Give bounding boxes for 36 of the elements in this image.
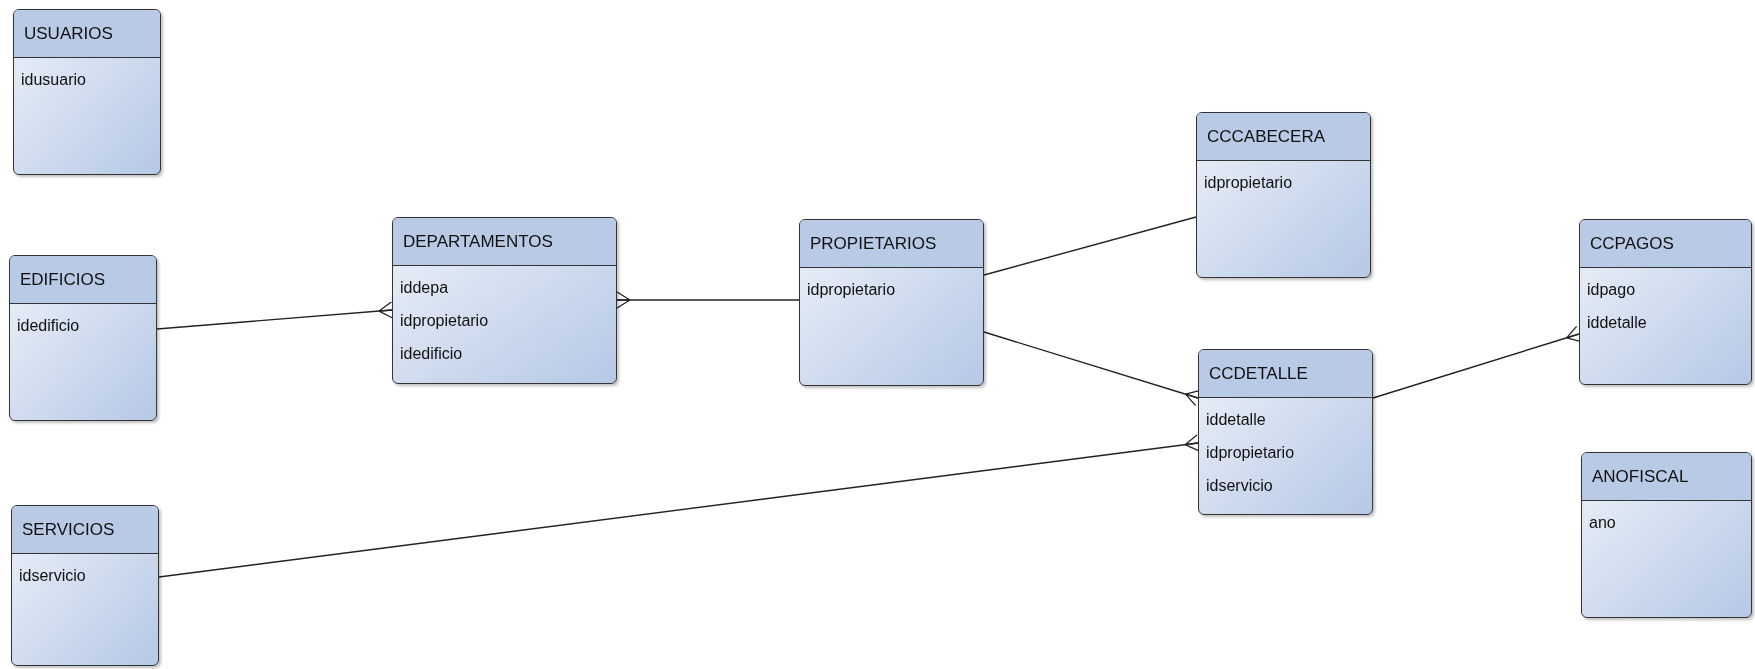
entity-name: CCDETALLE [1199,350,1372,398]
attribute-name: idedificio [16,316,81,336]
entity-box [9,255,157,421]
attribute-name: idusuario [20,70,87,90]
relationship-line [616,291,800,309]
relationship-line [156,301,394,330]
attribute-name: idpropietario [806,280,897,300]
entity-box [1579,219,1752,385]
relationship-line [158,434,1200,578]
entity-box [1198,349,1373,515]
attribute-name: iddetalle [1586,313,1648,333]
entity-name: EDIFICIOS [10,256,156,304]
attribute-name: idpropietario [399,311,490,331]
attribute-name: iddepa [399,278,450,298]
attribute-name: idpago [1586,280,1637,300]
entity-name: USUARIOS [14,10,160,58]
attribute-name: idservicio [18,566,87,586]
relationship-line [983,216,1197,276]
entity-box [392,217,617,384]
entity-box [13,9,161,175]
attribute-name: ano [1588,513,1617,533]
entity-name: PROPIETARIOS [800,220,983,268]
entity-name: CCPAGOS [1580,220,1751,268]
entity-box [1196,112,1371,278]
attribute-name: idservicio [1205,476,1274,496]
entity-name: DEPARTAMENTOS [393,218,616,266]
entity-name: SERVICIOS [12,506,158,554]
attribute-name: idpropietario [1203,173,1294,193]
attribute-name: idpropietario [1205,443,1296,463]
entity-box [799,219,984,386]
entity-name: CCCABECERA [1197,113,1370,161]
entity-box [1581,452,1752,618]
entity-name: ANOFISCAL [1582,453,1751,501]
entity-box [11,505,159,666]
attribute-name: idedificio [399,344,464,364]
attribute-name: iddetalle [1205,410,1267,430]
